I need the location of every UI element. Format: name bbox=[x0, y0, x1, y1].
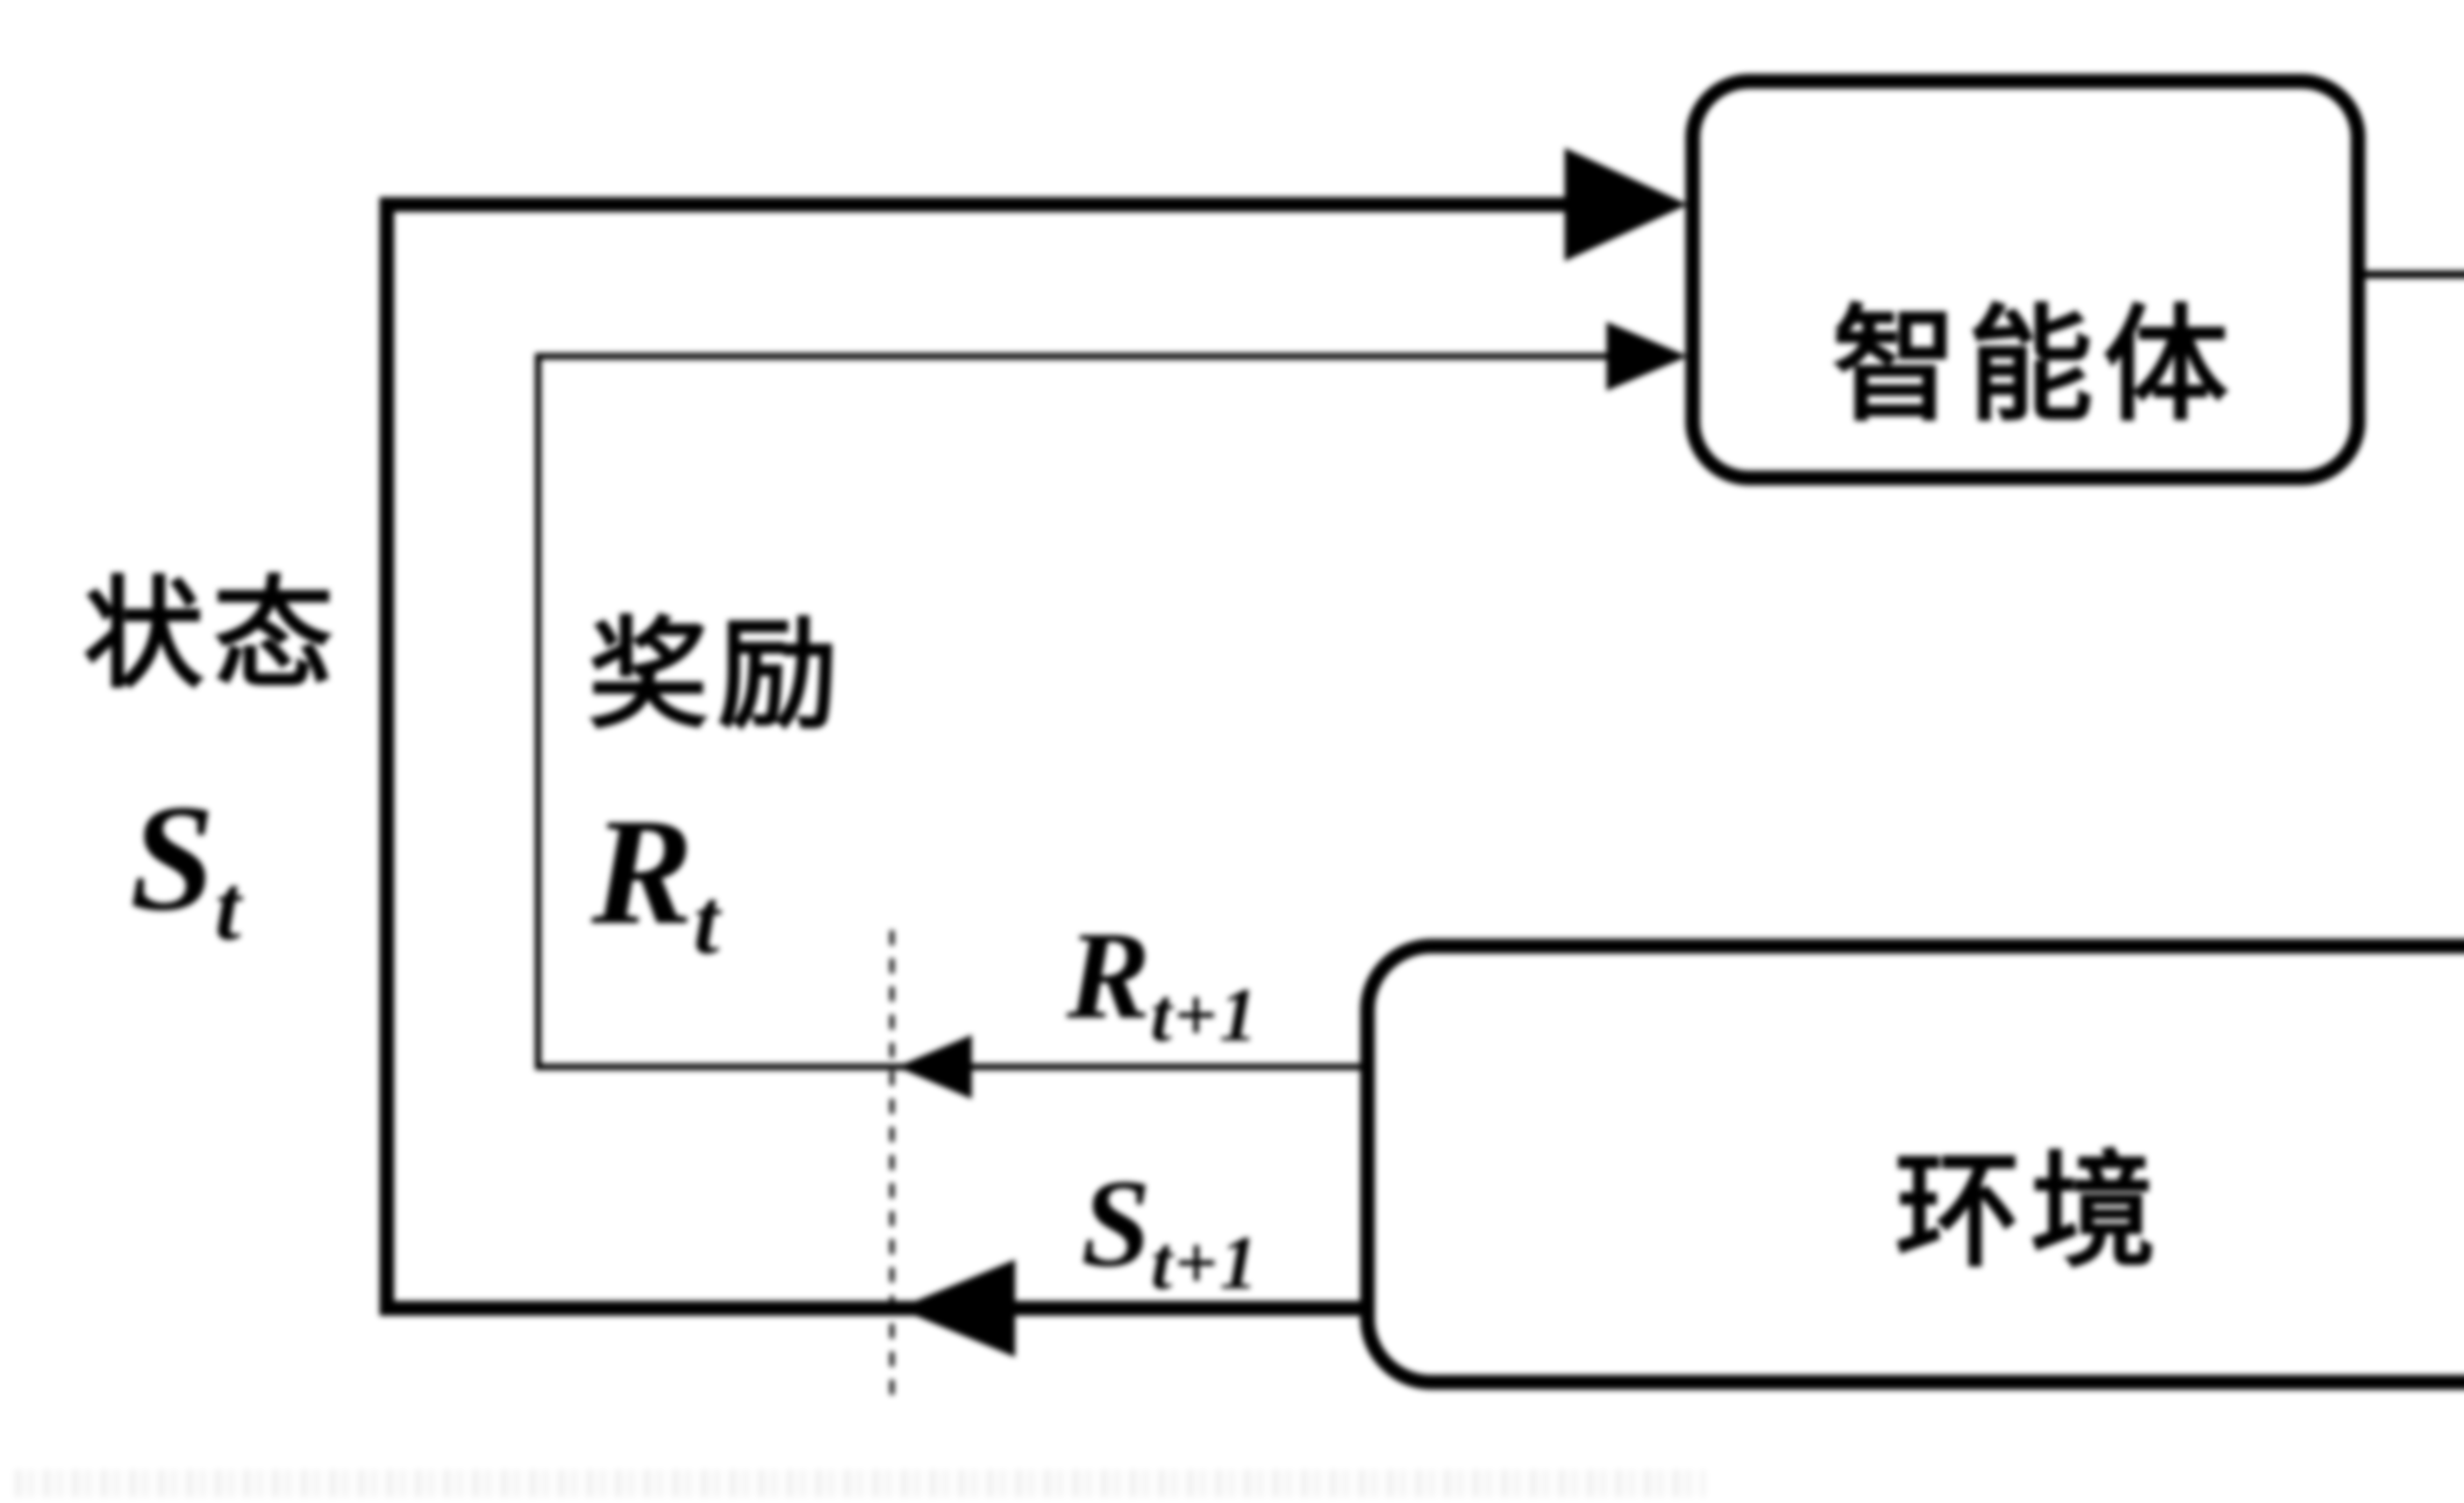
state-loop-line bbox=[379, 197, 1582, 1316]
state-next-symbol-sub: t+1 bbox=[1151, 1220, 1260, 1305]
state-symbol: St bbox=[130, 782, 242, 955]
agent-box-label: 智能体 bbox=[1832, 297, 2239, 437]
reward-next-arrowhead-icon bbox=[897, 1035, 972, 1099]
reward-next-symbol-sub: t+1 bbox=[1150, 972, 1260, 1058]
state-next-symbol: St+1 bbox=[1081, 1161, 1260, 1301]
reward-next-symbol-base: R bbox=[1066, 906, 1151, 1045]
state-symbol-base: S bbox=[130, 773, 215, 943]
agent-box bbox=[1685, 74, 2365, 485]
reward-into-agent-arrowhead-icon bbox=[1607, 322, 1688, 391]
state-label: 状态 bbox=[83, 569, 342, 703]
state-next-symbol-base: S bbox=[1081, 1154, 1151, 1293]
environment-box bbox=[1360, 939, 2464, 1390]
reward-symbol: Rt bbox=[591, 795, 721, 968]
reward-symbol-base: R bbox=[591, 787, 693, 956]
state-symbol-sub: t bbox=[214, 856, 243, 960]
reward-symbol-sub: t bbox=[693, 870, 721, 974]
ghost-caption-strip bbox=[15, 1469, 1705, 1497]
state-into-agent-arrowhead-icon bbox=[1565, 148, 1688, 261]
reward-label: 奖励 bbox=[588, 609, 847, 743]
reward-next-symbol: Rt+1 bbox=[1067, 913, 1260, 1054]
state-next-arrowhead-icon bbox=[898, 1260, 1015, 1357]
environment-box-label: 环境 bbox=[1894, 1143, 2166, 1283]
